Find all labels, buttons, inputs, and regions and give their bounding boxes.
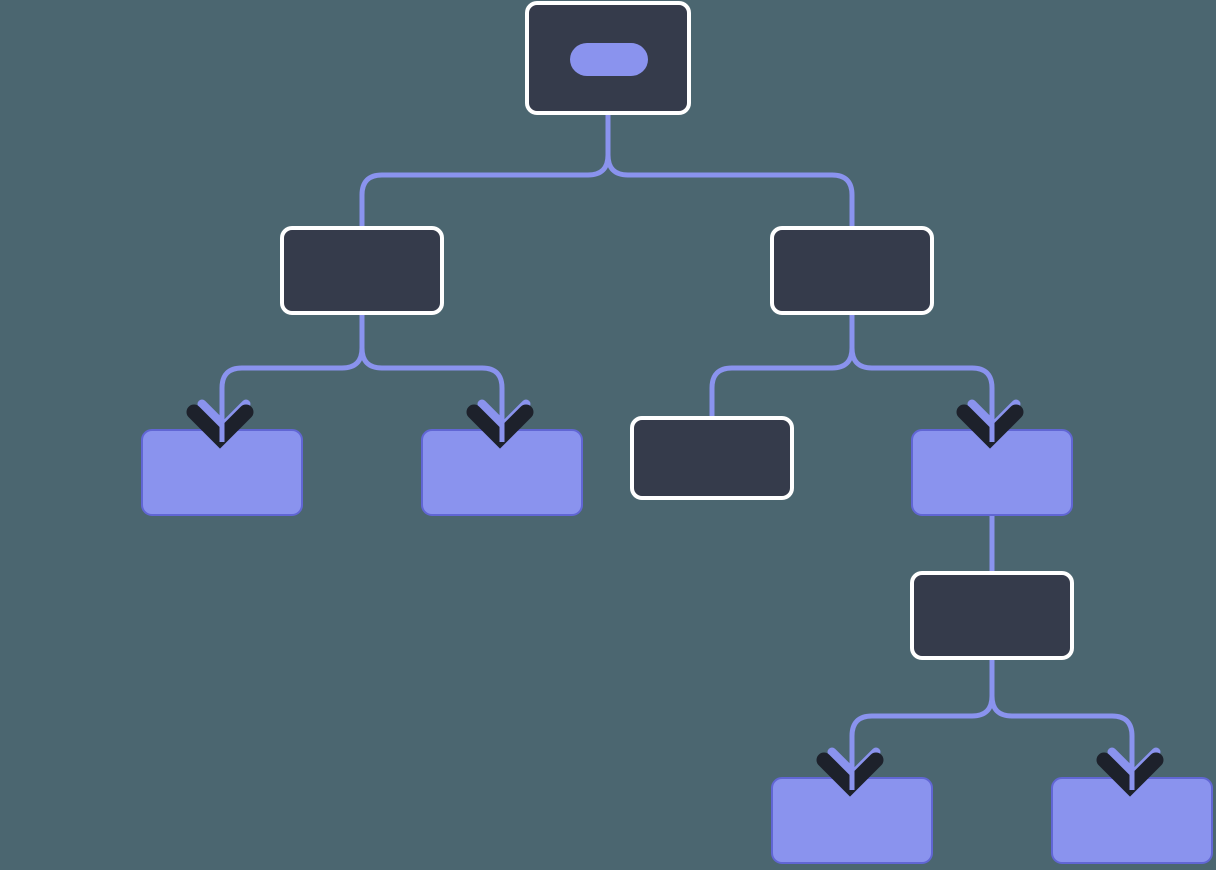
root-node[interactable] (525, 1, 691, 115)
edge-level4-to-level5-right[interactable] (989, 658, 1135, 778)
edge-level2-right-to-node-d[interactable] (849, 313, 995, 430)
level3-node-c-shape[interactable] (630, 416, 794, 500)
level2-left-node[interactable] (280, 226, 444, 315)
level3-node-c[interactable] (630, 416, 794, 500)
edge-level2-right-to-node-c[interactable] (709, 313, 855, 418)
arrowheads-layer (186, 399, 1164, 797)
level4-node-shape[interactable] (910, 571, 1074, 660)
root-node-pill-icon (570, 43, 648, 76)
level2-right-node-shape[interactable] (770, 226, 934, 315)
level4-node[interactable] (910, 571, 1074, 660)
edges-layer (219, 60, 1135, 778)
level2-right-node[interactable] (770, 226, 934, 315)
edge-level2-left-to-node-b[interactable] (359, 313, 505, 430)
edge-root-to-level2-left[interactable] (359, 113, 611, 228)
level2-left-node-shape[interactable] (280, 226, 444, 315)
nodes-layer (141, 1, 1213, 864)
edge-root-to-level2-right[interactable] (605, 113, 855, 228)
